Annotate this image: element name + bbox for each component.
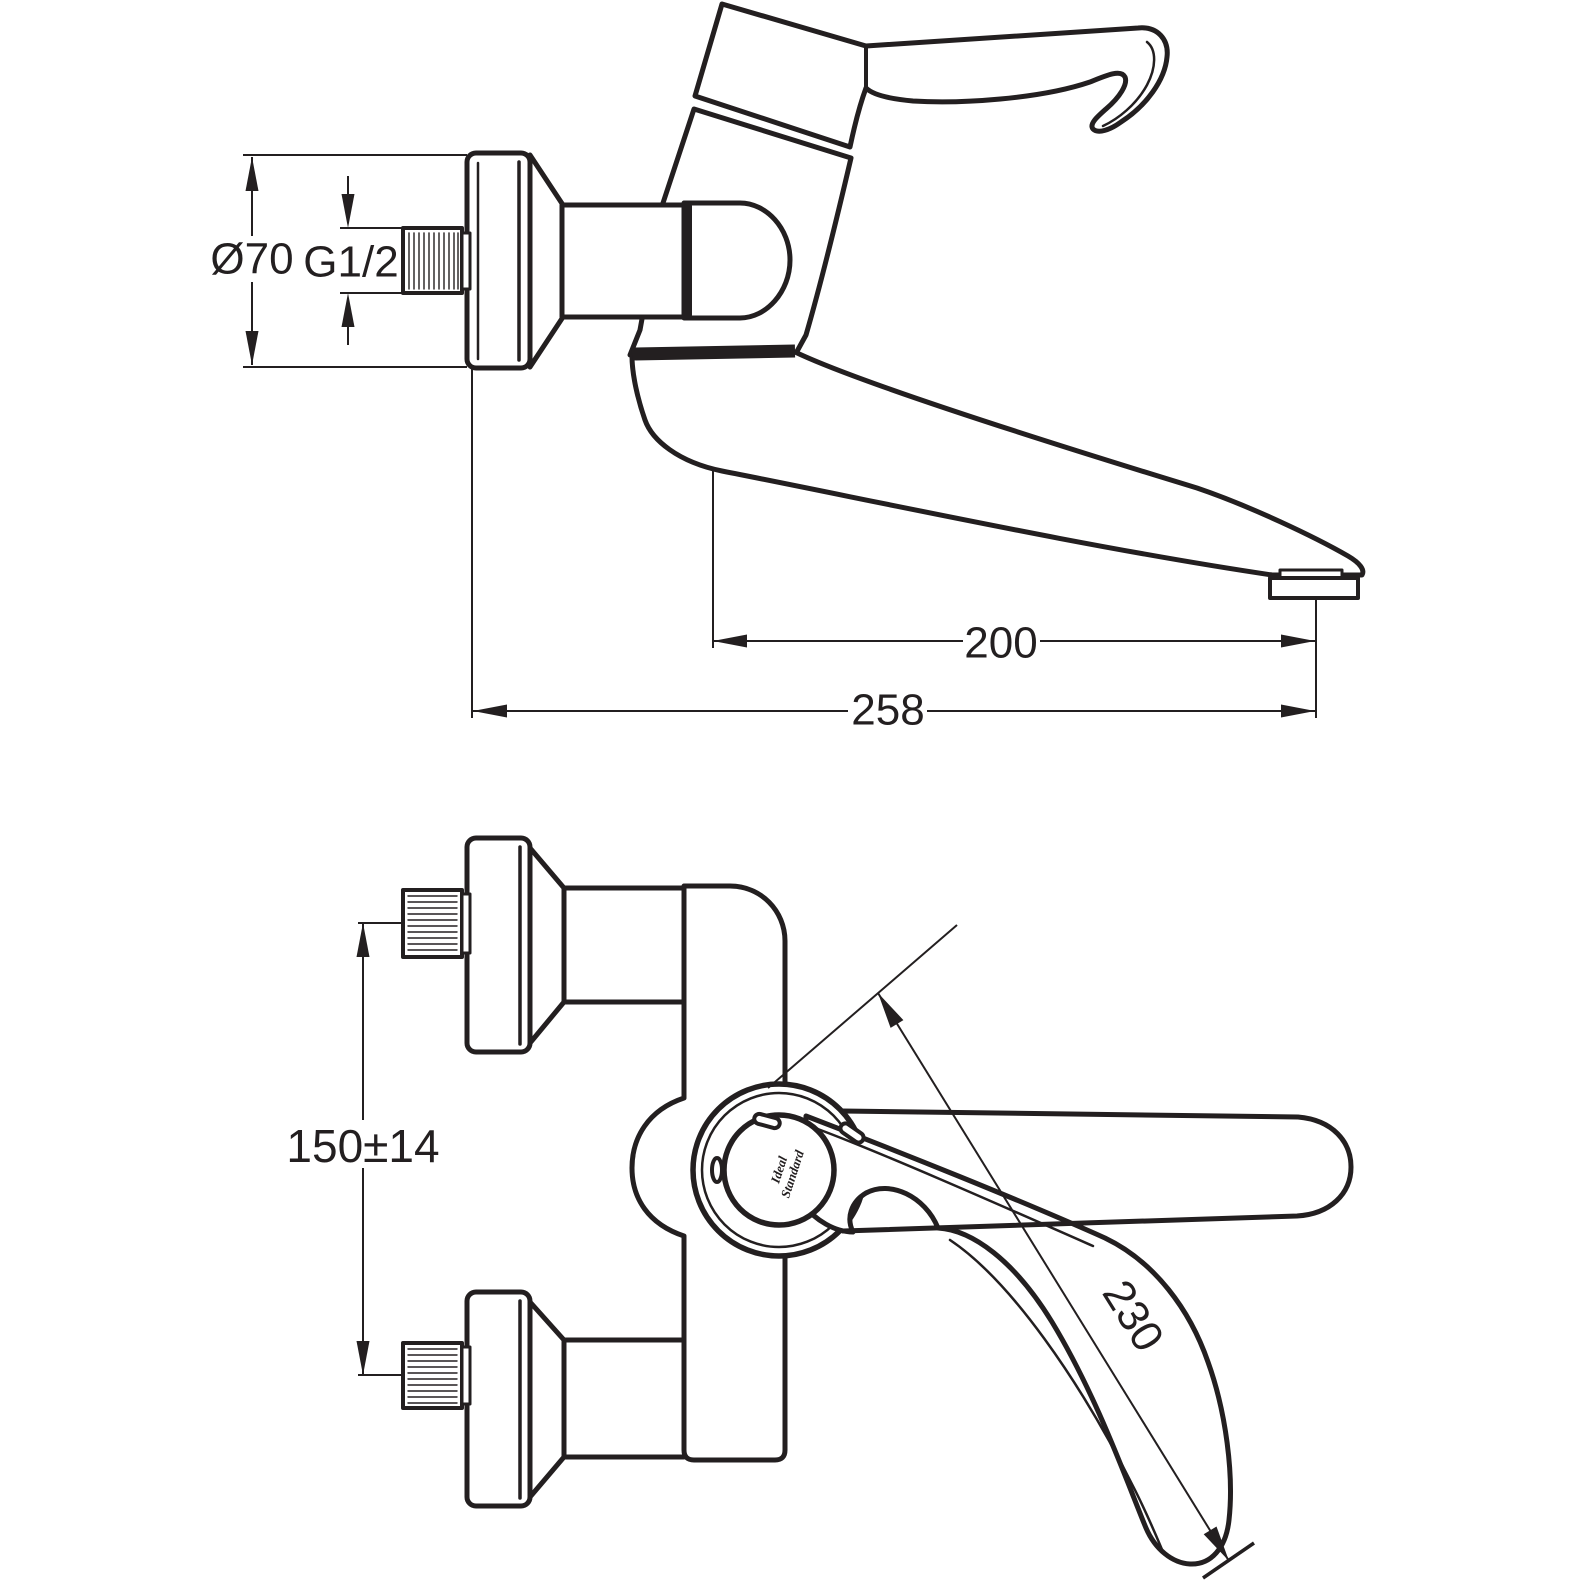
side-spout [629,349,1366,578]
front-upper-cylinder [561,885,687,1005]
front-lower-cone-bottom [527,1454,567,1500]
front-spout-capsule [839,1108,1354,1234]
label-thread: G1/2 [303,238,398,287]
front-lever-edge-line-2 [948,1238,1165,1554]
front-lower-cone-top [527,1299,567,1343]
front-upper-cone-bottom [527,999,567,1046]
side-threaded-union [401,226,472,295]
dim-total-depth [471,368,1315,718]
dimensions [243,154,1317,1580]
dim-flange-diameter [243,154,467,368]
side-body-cylinder [559,202,687,320]
side-body-spout-band [631,344,796,361]
front-lever-edge-line-1 [813,1126,1095,1248]
dim-inlet-spacing [356,922,403,1376]
label-flange-diameter: Ø70 [210,235,293,284]
front-cap-slot-right [838,1121,866,1145]
dimension-labels: Ø70 G1/2 200 258 150±14 230 [210,235,1173,1361]
label-inlet-spacing: 150±14 [286,1120,439,1172]
front-lever-blade [801,1113,1233,1567]
side-cartridge-cap [681,200,793,321]
dim-spout-reach [712,470,1317,718]
dim-thread-callout [340,176,403,345]
label-spout-reach: 200 [964,619,1037,668]
front-cap-slot-left [752,1111,782,1131]
side-view [401,1,1366,600]
dim-lever-length [767,924,1255,1580]
side-lever-handle [692,1,1170,150]
front-cap-side-hole [710,1156,724,1184]
label-total-depth: 258 [851,686,924,735]
side-cone-bottom [527,314,566,370]
front-upper-union [401,888,472,959]
front-view [401,835,1354,1567]
side-aerator [1268,576,1360,600]
front-lower-cylinder [561,1337,687,1460]
side-cone-top [527,152,566,208]
side-lever-hook-inner-line [1101,40,1156,128]
front-lower-union [401,1341,472,1410]
front-upper-cone-top [527,845,567,891]
